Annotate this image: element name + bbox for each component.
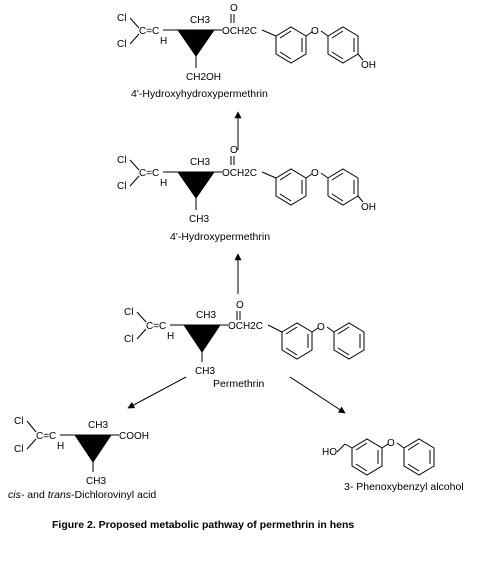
atom-ch2oh: CH2OH <box>186 72 221 83</box>
molecule-permethrin: Cl Cl C=C H CH3 O OCH2C CH3 O Permethrin <box>124 300 365 390</box>
atom-ch3: CH3 <box>189 214 209 225</box>
label-permethrin: Permethrin <box>213 378 265 390</box>
atom-c-eq-c: C=C <box>139 26 159 37</box>
atom-h: H <box>57 441 64 452</box>
atom-ch3: CH3 <box>88 420 108 431</box>
atom-cl: Cl <box>14 444 23 455</box>
atom-ch3: CH3 <box>196 310 216 321</box>
atom-ho: HO <box>322 447 337 458</box>
atom-cl: Cl <box>14 416 23 427</box>
atom-o-ether: O <box>311 26 319 37</box>
atom-och2c: OCH2C <box>222 26 257 37</box>
atom-oh: OH <box>361 60 376 71</box>
label-dichlorovinyl-acid: cis- and trans-Dichlorovinyl acid <box>8 489 156 501</box>
atom-ch3: CH3 <box>190 15 210 26</box>
atom-h: H <box>160 36 167 47</box>
label-hydroxyhydroxypermethrin: 4'-Hydroxyhydroxypermethrin <box>131 88 268 100</box>
atom-cl: Cl <box>117 13 126 24</box>
atom-oh: OH <box>361 202 376 213</box>
label-hydroxypermethrin: 4'-Hydroxypermethrin <box>170 231 270 243</box>
molecule-hydroxyhydroxypermethrin: Cl Cl C=C H CH3 O OCH2C CH2OH O OH 4'-Hy <box>117 3 376 100</box>
atom-o: O <box>230 3 238 14</box>
atom-cl: Cl <box>124 307 133 318</box>
figure-caption: Figure 2. Proposed metabolic pathway of … <box>52 519 354 531</box>
atom-o-ether: O <box>317 322 325 333</box>
atom-ch3: CH3 <box>195 366 215 377</box>
molecule-phenoxybenzyl-alcohol: HO O 3- Phenoxybenzyl alcohol <box>322 438 464 493</box>
atom-cl: Cl <box>117 155 126 166</box>
atom-c-eq-c: C=C <box>36 431 56 442</box>
arrow-permethrin-to-alcohol <box>289 376 346 414</box>
atom-o: O <box>236 300 244 311</box>
atom-h: H <box>167 331 174 342</box>
atom-cl: Cl <box>117 181 126 192</box>
atom-h: H <box>160 178 167 189</box>
atom-c-eq-c: C=C <box>139 168 159 179</box>
label-and: and <box>24 489 47 501</box>
atom-och2c: OCH2C <box>222 168 257 179</box>
atom-o-ether: O <box>387 438 395 449</box>
arrow-permethrin-to-acid <box>127 376 187 409</box>
atom-cl: Cl <box>117 39 126 50</box>
atom-o-ether: O <box>311 168 319 179</box>
atom-c-eq-c: C=C <box>146 321 166 332</box>
atom-cl: Cl <box>124 334 133 345</box>
label-acid-rest: -Dichlorovinyl acid <box>71 489 156 501</box>
molecule-dichlorovinyl-acid: Cl Cl C=C H CH3 COOH CH3 cis- and trans-… <box>8 416 156 501</box>
label-phenoxybenzyl-alcohol: 3- Phenoxybenzyl alcohol <box>344 481 464 493</box>
atom-ch3: CH3 <box>86 476 106 487</box>
atom-och2c: OCH2C <box>228 321 263 332</box>
label-cis: cis- <box>8 489 25 501</box>
label-trans: trans <box>48 489 72 501</box>
atom-o: O <box>230 145 238 156</box>
atom-cooh: COOH <box>119 431 149 442</box>
molecule-hydroxypermethrin: Cl Cl C=C H CH3 O OCH2C CH3 O OH 4'-Hydr… <box>117 145 376 243</box>
atom-ch3: CH3 <box>190 157 210 168</box>
